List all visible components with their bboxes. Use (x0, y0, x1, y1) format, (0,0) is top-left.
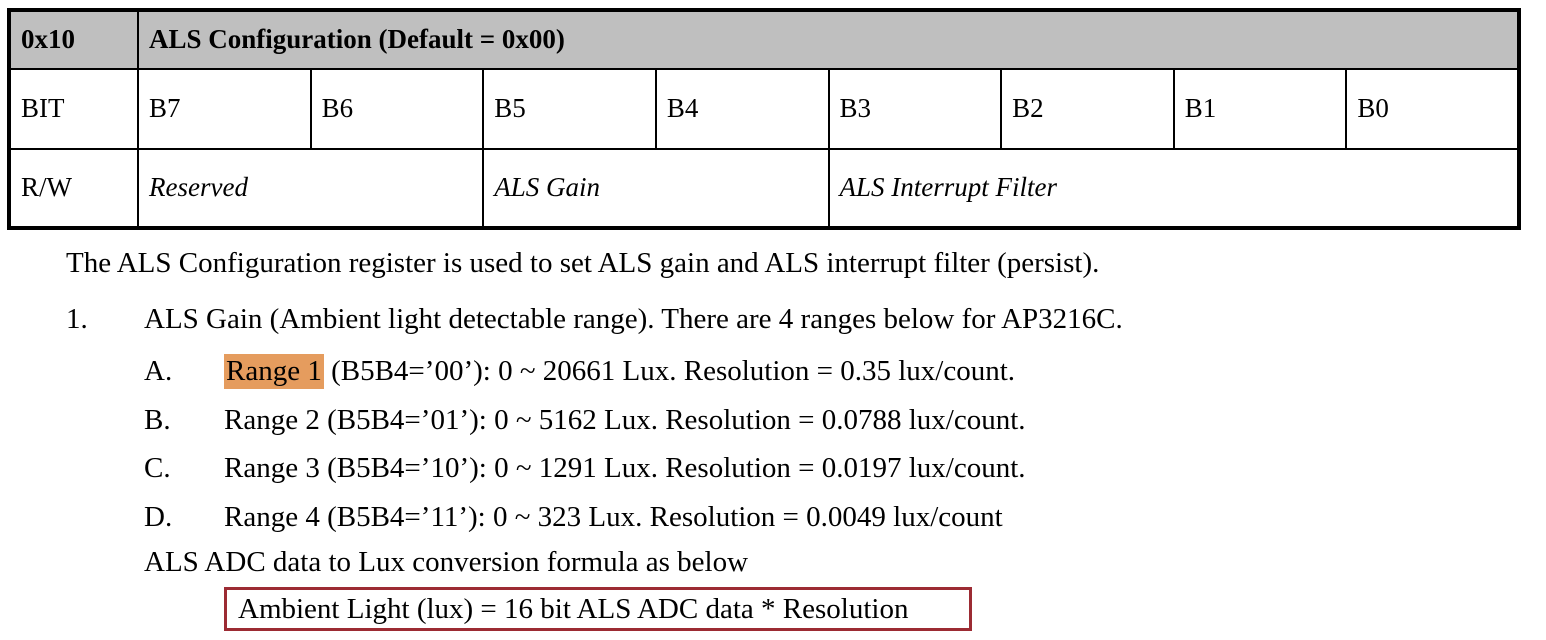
range-item-d: D. Range 4 (B5B4=’11’): 0 ~ 323 Lux. Reso… (144, 501, 1003, 534)
bit-cell-b1: B1 (1172, 68, 1348, 150)
bit-cell-b3: B3 (827, 68, 1003, 150)
bit-cell-b7: B7 (137, 68, 312, 150)
range-item-a-text: (B5B4=’00’): 0 ~ 20661 Lux. Resolution =… (323, 355, 1016, 387)
range-item-d-marker: D. (144, 501, 173, 533)
field-cell-als-gain: ALS Gain (482, 148, 830, 229)
field-cell-als-interrupt-filter: ALS Interrupt Filter (827, 148, 1520, 229)
table-rw-row: R/W Reserved ALS Gain ALS Interrupt Filt… (8, 148, 1520, 229)
formula-lead-text: ALS ADC data to Lux conversion formula a… (144, 546, 749, 578)
register-address-cell: 0x10 (8, 9, 139, 70)
formula-box: Ambient Light (lux) = 16 bit ALS ADC dat… (224, 587, 972, 631)
numbered-item-1: 1. ALS Gain (Ambient light detectable ran… (66, 303, 1123, 336)
range-item-b: B. Range 2 (B5B4=’01’): 0 ~ 5162 Lux. Res… (144, 404, 1026, 437)
bit-cell-b4: B4 (654, 68, 830, 150)
field-cell-reserved: Reserved (136, 148, 485, 229)
table-bit-row: BIT B7 B6 B5 B4 B3 B2 B1 B0 (8, 68, 1520, 150)
range-item-d-text: Range 4 (B5B4=’11’): 0 ~ 323 Lux. Resolu… (224, 501, 1003, 533)
range-item-c-marker: C. (144, 452, 171, 484)
range-item-c: C. Range 3 (B5B4=’10’): 0 ~ 1291 Lux. Res… (144, 452, 1026, 485)
rw-row-label-cell: R/W (8, 148, 139, 229)
bit-cell-b6: B6 (309, 68, 485, 150)
intro-paragraph: The ALS Configuration register is used t… (66, 247, 1100, 279)
range-item-a-highlight: Range 1 (224, 354, 324, 389)
bit-cell-b2: B2 (1000, 68, 1175, 150)
als-configuration-register-table: 0x10 ALS Configuration (Default = 0x00) … (7, 8, 1521, 230)
table-title-row: 0x10 ALS Configuration (Default = 0x00) (8, 9, 1520, 70)
formula-text: Ambient Light (lux) = 16 bit ALS ADC dat… (238, 592, 909, 625)
numbered-item-1-text: ALS Gain (Ambient light detectable range… (144, 303, 1123, 335)
range-item-b-text: Range 2 (B5B4=’01’): 0 ~ 5162 Lux. Resol… (224, 404, 1026, 436)
bit-cell-b5: B5 (482, 68, 657, 150)
bit-row-label-cell: BIT (8, 68, 139, 150)
register-table-container: 0x10 ALS Configuration (Default = 0x00) … (7, 8, 1521, 230)
numbered-item-1-marker: 1. (66, 303, 88, 335)
range-item-b-marker: B. (144, 404, 171, 436)
range-item-c-text: Range 3 (B5B4=’10’): 0 ~ 1291 Lux. Resol… (224, 452, 1026, 484)
range-item-a-marker: A. (144, 355, 173, 387)
range-item-a: A. Range 1 (B5B4=’00’): 0 ~ 20661 Lux. Re… (144, 354, 1016, 389)
register-name-cell: ALS Configuration (Default = 0x00) (137, 9, 1520, 70)
bit-cell-b0: B0 (1345, 68, 1520, 150)
